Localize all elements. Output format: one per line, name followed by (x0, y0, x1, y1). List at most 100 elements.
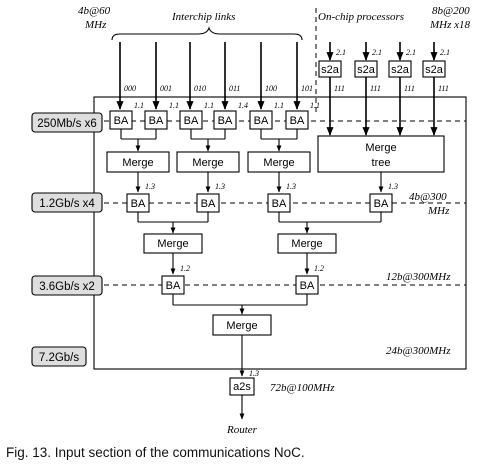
ba-stage2-1: BA (196, 193, 220, 213)
interchip-rate-line1: 4b@60 (78, 5, 111, 17)
merge-to-stage3 (170, 253, 310, 275)
ba-label: BA (114, 115, 129, 127)
s2a-block-0: s2a (318, 60, 342, 78)
ba-label: BA (290, 115, 305, 127)
merge-label: Merge (291, 238, 322, 250)
figure-caption: Fig. 13. Input section of the communicat… (6, 445, 305, 460)
ba-stage1-4: BA (249, 110, 273, 130)
stage2-tag-0: 1.3 (145, 182, 155, 191)
ba-label: BA (201, 198, 216, 210)
interchip-title: Interchip links (171, 11, 235, 23)
ba-label: BA (184, 115, 199, 127)
s2a-id-3: 111 (438, 84, 449, 93)
stage2-tag-2: 1.3 (286, 182, 296, 191)
ba-stage2-2: BA (267, 193, 291, 213)
s2a-block-2: s2a (388, 60, 412, 78)
interchip-inputs (116, 42, 301, 110)
bus-label-l3: 12b@300MHz (386, 271, 451, 283)
ba-label: BA (374, 198, 389, 210)
rate-label-0: 250Mb/s x6 (37, 118, 96, 130)
merge-final: Merge (212, 314, 272, 336)
ba-tag-4: 1.1 (274, 101, 284, 110)
ba-label: BA (131, 198, 146, 210)
ba-label: BA (166, 280, 181, 292)
ba-stage1-5: BA (285, 110, 309, 130)
merge-tree: Merge tree (317, 135, 445, 173)
ba-label: BA (254, 115, 269, 127)
stage2-to-merge (137, 212, 382, 234)
ba-label: BA (272, 198, 287, 210)
onchip-rate-line1: 8b@200 (432, 5, 470, 17)
ba-stage3-0: BA (161, 275, 185, 295)
stage1-to-merge (120, 129, 298, 152)
ba-tag-1: 1.1 (169, 101, 179, 110)
interchip-id-1: 001 (160, 84, 172, 93)
router-label: Router (226, 424, 258, 436)
s2a-id-2: 111 (404, 84, 415, 93)
ba-tag-5: 1.1 (310, 101, 320, 110)
chip-frame (93, 96, 467, 370)
rate-box-0: 250Mb/s x6 (31, 112, 103, 133)
merge-label: Merge (192, 157, 223, 169)
a2s-tag: 1.3 (249, 369, 259, 378)
a2s-label: a2s (233, 381, 251, 393)
rate-label-1: 1.2Gb/s x4 (39, 198, 95, 210)
merge-stage1-0: Merge (106, 151, 170, 173)
onchip-title: On-chip processors (318, 11, 404, 23)
s2a-to-merge-tree (326, 77, 438, 136)
bus-label-out: 72b@100MHz (270, 382, 335, 394)
rate-box-2: 3.6Gb/s x2 (31, 275, 103, 296)
ba-tag-0: 1.1 (134, 101, 144, 110)
interchip-brace (111, 26, 303, 41)
s2a-tag-0: 2.1 (336, 48, 346, 57)
rate-label-3: 7.2Gb/s (39, 352, 80, 364)
stage2-tag-3: 1.3 (388, 182, 398, 191)
onchip-rate-line2: MHz x18 (429, 19, 471, 31)
ba-tag-2: 1.1 (204, 101, 214, 110)
merge-tree-line2: tree (372, 157, 391, 169)
ba-stage1-0: BA (109, 110, 133, 130)
merge-stage1-2: Merge (247, 151, 311, 173)
merge-tree-line1: Merge (365, 142, 396, 154)
noc-diagram: 4b@60 MHz Interchip links On-chip proces… (31, 5, 471, 436)
merge-label: Merge (226, 320, 257, 332)
a2s-block: a2s (229, 377, 255, 396)
interchip-id-3: 011 (229, 84, 240, 93)
s2a-label-1: s2a (357, 64, 376, 76)
stage2-tag-1: 1.3 (215, 182, 225, 191)
s2a-label-0: s2a (321, 64, 340, 76)
bus-label-l2-line2: MHz (427, 205, 450, 217)
merge-label: Merge (122, 157, 153, 169)
s2a-id-0: 111 (334, 84, 345, 93)
ba-label: BA (218, 115, 233, 127)
ba-stage1-3: BA (213, 110, 237, 130)
s2a-tag-3: 2.1 (440, 48, 450, 57)
s2a-label-3: s2a (425, 64, 444, 76)
merge-stage2-1: Merge (277, 233, 337, 254)
rate-box-3: 7.2Gb/s (31, 346, 87, 367)
stage3-tag-1: 1.2 (314, 264, 324, 273)
merge-to-stage2 (135, 172, 384, 193)
ba-label: BA (300, 280, 315, 292)
s2a-block-1: s2a (354, 60, 378, 78)
ba-stage1-2: BA (179, 110, 203, 130)
interchip-id-2: 010 (194, 84, 206, 93)
bus-label-l2-line1: 4b@300 (409, 191, 447, 203)
onchip-inputs (326, 42, 438, 61)
s2a-tag-2: 2.1 (406, 48, 416, 57)
bus-label-l4: 24b@300MHz (386, 345, 451, 357)
stage3-tag-0: 1.2 (180, 264, 190, 273)
rate-label-2: 3.6Gb/s x2 (39, 281, 95, 293)
merge-stage2-0: Merge (143, 233, 203, 254)
ba-stage3-1: BA (295, 275, 319, 295)
stage3-to-merge (172, 294, 308, 315)
s2a-label-2: s2a (391, 64, 410, 76)
merge-stage1-1: Merge (176, 151, 240, 173)
s2a-id-1: 111 (370, 84, 381, 93)
ba-stage1-1: BA (144, 110, 168, 130)
s2a-block-3: s2a (422, 60, 446, 78)
merge-label: Merge (263, 157, 294, 169)
ba-stage2-3: BA (369, 193, 393, 213)
interchip-id-0: 000 (124, 84, 136, 93)
ba-tag-3: 1.4 (238, 101, 248, 110)
